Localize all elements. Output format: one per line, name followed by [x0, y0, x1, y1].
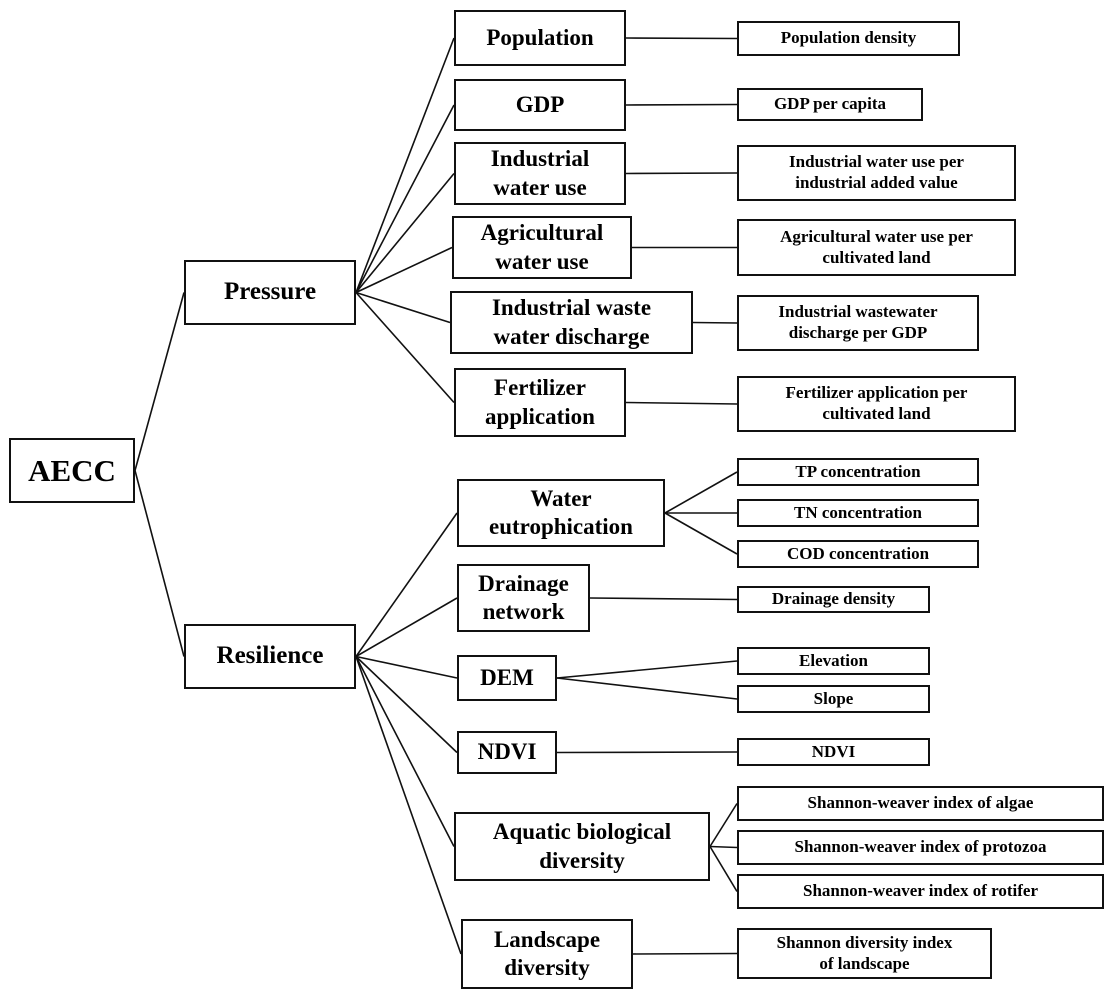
node-aecc: AECC	[9, 438, 135, 503]
connector-resilience-to-landscape-diversity	[355, 656, 462, 955]
node-industrial-water-use-per-industrial-added-value: Industrial water use per industrial adde…	[737, 145, 1016, 201]
node-cod-concentration: COD concentration	[737, 540, 979, 568]
connector-gdp-to-gdp-per-capita	[625, 103, 738, 106]
node-agricultural-water-use-per-cultivated-land: Agricultural water use per cultivated la…	[737, 219, 1016, 276]
connector-water-eutrophication-to-cod-concentration	[664, 512, 738, 555]
node-industrial-waste-water-discharge: Industrial waste water discharge	[450, 291, 693, 354]
connector-pressure-to-industrial-waste-water	[355, 291, 451, 324]
node-industrial-wastewater-discharge-per-gdp: Industrial wastewater discharge per GDP	[737, 295, 979, 351]
connector-aquatic-biological-diversity-to-shannon-algae	[709, 803, 738, 847]
node-fertilizer-application: Fertilizer application	[454, 368, 626, 437]
node-shannon-weaver-index-of-protozoa: Shannon-weaver index of protozoa	[737, 830, 1104, 865]
connector-industrial-water-use-to-industrial-water-use-per-value	[625, 172, 738, 175]
connector-industrial-waste-water-to-industrial-wastewater-per-gdp	[692, 321, 738, 324]
connector-aecc-to-resilience	[134, 470, 185, 657]
node-elevation: Elevation	[737, 647, 930, 675]
node-ndvi: NDVI	[457, 731, 557, 774]
node-landscape-diversity: Landscape diversity	[461, 919, 633, 989]
connector-fertilizer-application-to-fertilizer-per-land	[625, 401, 738, 405]
connector-resilience-to-ndvi	[355, 655, 458, 754]
node-agricultural-water-use: Agricultural water use	[452, 216, 632, 279]
connector-pressure-to-population	[355, 37, 455, 293]
node-gdp-per-capita: GDP per capita	[737, 88, 923, 121]
node-pressure: Pressure	[184, 260, 356, 325]
connector-pressure-to-fertilizer-application	[355, 291, 455, 404]
node-slope: Slope	[737, 685, 930, 713]
node-tp-concentration: TP concentration	[737, 458, 979, 486]
connector-pressure-to-gdp	[355, 104, 455, 293]
node-shannon-weaver-index-of-algae: Shannon-weaver index of algae	[737, 786, 1104, 821]
node-aquatic-biological-diversity: Aquatic biological diversity	[454, 812, 710, 881]
node-fertilizer-application-per-cultivated-land: Fertilizer application per cultivated la…	[737, 376, 1016, 432]
node-dem: DEM	[457, 655, 557, 701]
connector-aecc-to-pressure	[134, 292, 185, 471]
connector-population-to-population-density	[625, 37, 738, 40]
node-gdp: GDP	[454, 79, 626, 131]
connector-pressure-to-industrial-water-use	[355, 172, 455, 294]
connector-pressure-to-agricultural-water-use	[355, 246, 453, 294]
node-drainage-density: Drainage density	[737, 586, 930, 613]
connector-water-eutrophication-to-tp-concentration	[664, 471, 738, 514]
connector-dem-to-slope	[556, 677, 738, 700]
connector-landscape-diversity-to-shannon-landscape	[632, 952, 738, 955]
connector-dem-to-elevation	[556, 660, 738, 679]
node-shannon-weaver-index-of-rotifer: Shannon-weaver index of rotifer	[737, 874, 1104, 909]
node-shannon-diversity-index-of-landscape: Shannon diversity index of landscape	[737, 928, 992, 979]
node-water-eutrophication: Water eutrophication	[457, 479, 665, 547]
connector-resilience-to-water-eutrophication	[355, 512, 458, 657]
node-drainage-network: Drainage network	[457, 564, 590, 632]
connector-drainage-network-to-drainage-density	[589, 597, 738, 601]
connector-resilience-to-dem	[355, 655, 458, 679]
node-tn-concentration: TN concentration	[737, 499, 979, 527]
node-ndvi-indicator: NDVI	[737, 738, 930, 766]
node-population: Population	[454, 10, 626, 66]
connector-aquatic-biological-diversity-to-shannon-rotifer	[709, 846, 738, 892]
node-population-density: Population density	[737, 21, 960, 56]
connector-ndvi-to-ndvi-indicator	[556, 751, 738, 754]
node-industrial-water-use: Industrial water use	[454, 142, 626, 205]
connector-resilience-to-aquatic-biological-diversity	[355, 656, 455, 847]
connector-resilience-to-drainage-network	[355, 597, 458, 658]
node-resilience: Resilience	[184, 624, 356, 689]
connector-aquatic-biological-diversity-to-shannon-protozoa	[709, 845, 738, 849]
